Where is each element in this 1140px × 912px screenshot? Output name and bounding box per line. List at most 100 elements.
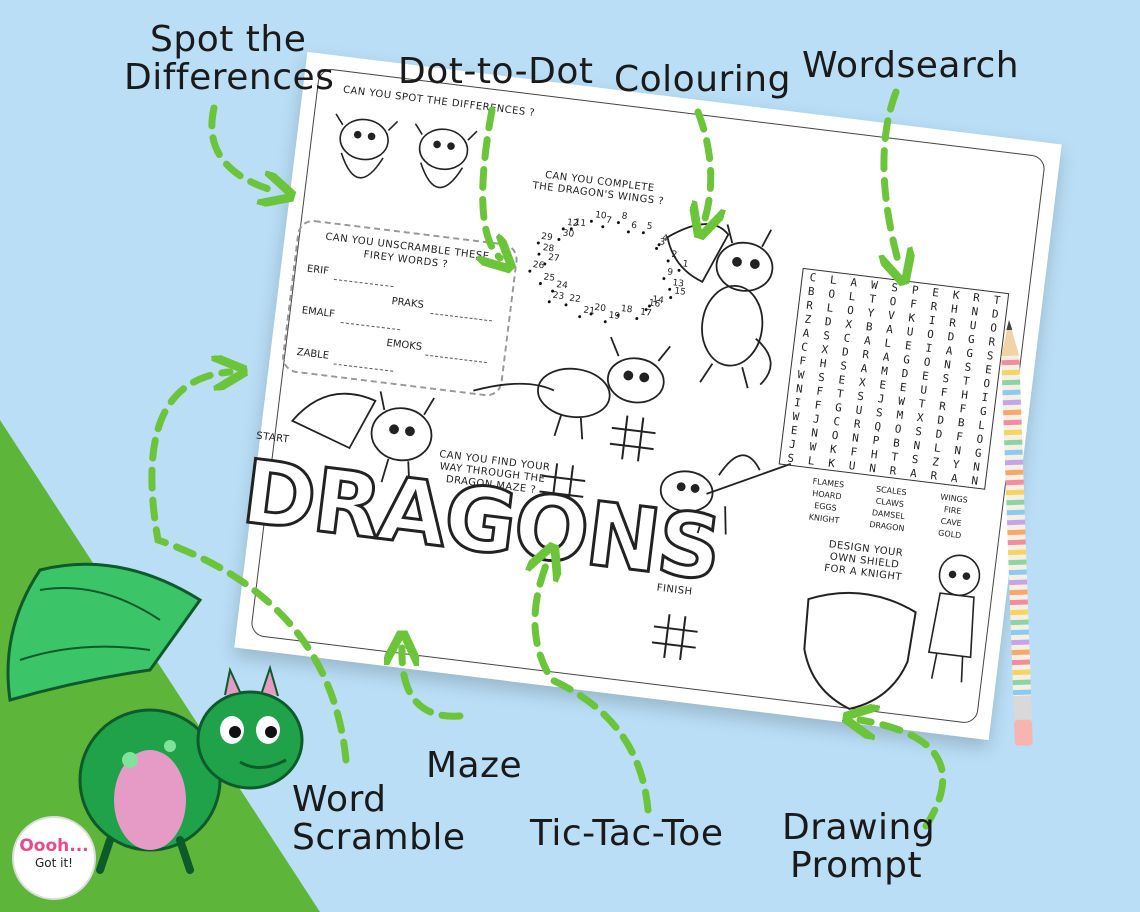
label-wordsearch: Wordsearch [802, 45, 1020, 86]
pencil-stripe [1012, 669, 1031, 676]
wordsearch-letter: K [827, 456, 836, 470]
pencil-stripe [1010, 609, 1029, 616]
label-tic-tac-toe: Tic-Tac-Toe [530, 813, 724, 854]
dot-number: 23 [552, 290, 565, 303]
wordsearch-letter: A [909, 466, 918, 480]
dot-number: 18 [620, 303, 633, 316]
pencil-stripe [1006, 499, 1025, 506]
dot-point [590, 220, 594, 224]
pencil-stripe [1009, 599, 1028, 606]
dot-point [641, 230, 646, 235]
pencil-stripe [1005, 469, 1024, 476]
pencil-stripe [1011, 659, 1031, 666]
logo-text-got-it: Got it! [34, 856, 73, 870]
knight-illustration [927, 554, 981, 683]
dot-number: 21 [582, 305, 596, 317]
dot-point [616, 221, 620, 225]
pencil-stripe [1011, 639, 1030, 646]
pencil-stripe [1006, 519, 1026, 526]
logo-text-oooh: Oooh... [19, 836, 89, 856]
dot-number: 11 [573, 217, 587, 230]
pencil-stripe [1011, 649, 1030, 656]
pencil-stripe [1004, 459, 1024, 466]
spot-difference-dragons-illustration [335, 113, 478, 189]
label-word-line2: Scramble [292, 817, 466, 858]
wordsearch-letter: L [807, 453, 816, 468]
pencil-stripe [1005, 479, 1024, 486]
wordsearch-letter: N [868, 461, 877, 475]
dot-number: 27 [547, 252, 561, 265]
label-drawing-line2: Prompt [790, 845, 923, 886]
dragon-illustration-middle [473, 336, 671, 440]
scramble-word: EMOKS [385, 337, 423, 354]
dragon-illustration-right [659, 454, 792, 535]
pencil-stripe [1008, 569, 1027, 576]
pencil-stripe [1004, 439, 1023, 446]
label-spot-line1: Spot the [150, 19, 307, 60]
label-spot-line2: Differences [124, 57, 335, 98]
dot-number: 22 [568, 293, 582, 306]
dot-number: 28 [542, 242, 555, 255]
pencil-stripe [1005, 489, 1025, 496]
dot-number: 6 [630, 220, 638, 232]
pencil-stripe [1009, 579, 1028, 586]
pencil-stripe [1003, 419, 1022, 426]
dot-point [543, 262, 547, 266]
pencil-stripe [1001, 369, 1020, 376]
colouring-dragon-illustration [666, 223, 774, 389]
dot-point [547, 300, 552, 304]
dot-number: 19 [608, 310, 621, 322]
wordsearch-letter: R [929, 468, 939, 483]
dot-point [557, 237, 562, 242]
answer-line [340, 322, 401, 331]
pencil-stripe [1002, 379, 1021, 386]
pencil-stripe [1010, 619, 1029, 626]
dot-point [564, 303, 568, 307]
wordsearch-letter: A [950, 471, 959, 485]
scramble-word: ZABLE [296, 346, 330, 362]
wordsearch-letter: S [786, 451, 795, 465]
dot-point [626, 230, 630, 234]
tic-tac-toe-board [609, 415, 656, 462]
answer-line [333, 363, 394, 372]
dot-point [537, 252, 542, 256]
pencil-stripe [1007, 529, 1026, 536]
wordsearch-letter: U [848, 458, 857, 473]
scramble-word: PRAKS [390, 296, 425, 311]
dot-point [578, 314, 582, 318]
dot-point [569, 227, 573, 231]
pencil-stripe [1003, 429, 1023, 436]
label-dot-to-dot: Dot-to-Dot [398, 51, 594, 92]
brand-logo: Oooh... Got it! [12, 816, 96, 900]
tic-tac-toe-board [651, 614, 698, 660]
label-drawing-line1: Drawing [782, 807, 936, 848]
wordsearch-letter: N [970, 473, 979, 488]
shield-drawing-area [803, 591, 917, 710]
scramble-word: ERIF [306, 263, 330, 278]
dot-number: 20 [593, 302, 607, 314]
pencil-stripe [1008, 559, 1027, 566]
scramble-word: EMALF [301, 305, 336, 321]
pencil-stripe [1006, 509, 1025, 516]
label-maze: Maze [426, 745, 523, 786]
pencil-stripe [1002, 389, 1021, 396]
dot-point [538, 282, 542, 286]
dot-number: 29 [540, 231, 554, 243]
pencil-stripe [1004, 449, 1023, 456]
pencil-stripe [1012, 689, 1032, 696]
pencil-stripe [1001, 359, 1020, 366]
pencil-stripe [1012, 679, 1031, 686]
dot-number: 24 [555, 279, 569, 292]
striped-pencil [1001, 320, 1033, 746]
dot-point [603, 319, 608, 324]
dot-point [527, 269, 532, 273]
pencil-stripe [1007, 539, 1026, 546]
dot-number: 7 [605, 215, 613, 227]
dot-number: 8 [620, 211, 628, 223]
pencil-stripe [1009, 589, 1028, 596]
pencil-stripe [1008, 549, 1027, 556]
tic-tac-toe-board [539, 463, 586, 510]
pencil-stripe [1002, 399, 1021, 406]
